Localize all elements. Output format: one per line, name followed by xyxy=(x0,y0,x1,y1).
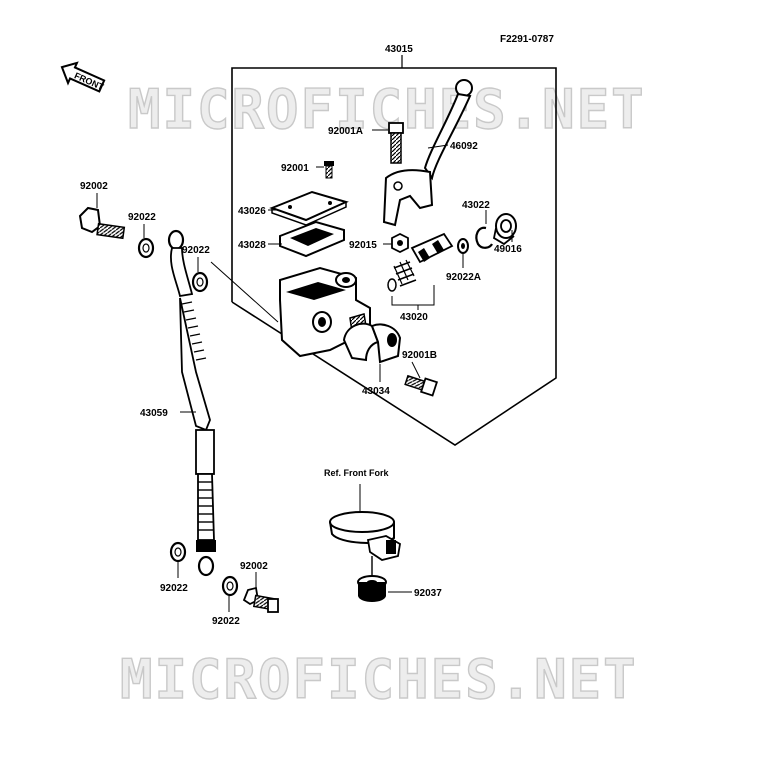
assembly-outline xyxy=(231,55,557,446)
banjo-bolt-92002-top xyxy=(78,206,126,240)
part-label-43026: 43026 xyxy=(238,206,266,217)
washer-92022-lower-left xyxy=(169,541,187,563)
part-label-43059: 43059 xyxy=(140,408,168,419)
banjo-bolt-92002-lower xyxy=(242,586,279,613)
part-label-92001A: 92001A xyxy=(328,126,363,137)
part-label-92001: 92001 xyxy=(281,163,309,174)
cap-43026 xyxy=(269,190,349,226)
watermark-bottom: MICROFICHES.NET xyxy=(120,648,638,711)
front-arrow-icon: FRONT xyxy=(60,61,106,93)
watermark-top: MICROFICHES.NET xyxy=(128,78,646,141)
screw-92001 xyxy=(324,161,334,179)
washer-92022-lower-middle xyxy=(221,575,239,597)
part-label-92022A: 92022A xyxy=(446,272,481,283)
part-label-92022-lower-left: 92022 xyxy=(160,583,188,594)
part-label-43015: 43015 xyxy=(385,44,413,55)
part-label-92001B: 92001B xyxy=(402,350,437,361)
part-label-43020: 43020 xyxy=(400,312,428,323)
washer-92022-top xyxy=(137,237,155,259)
diagram-code: F2291-0787 xyxy=(500,34,554,45)
part-label-92022-lower-middle: 92022 xyxy=(212,616,240,627)
boot-49016 xyxy=(492,213,517,246)
ref-note: Ref. Front Fork xyxy=(324,468,389,478)
part-label-92002-lower: 92002 xyxy=(240,561,268,572)
part-label-92037: 92037 xyxy=(414,588,442,599)
grommet-92037 xyxy=(357,556,387,602)
part-label-92022-hose-top: 92022 xyxy=(182,245,210,256)
lever-46092 xyxy=(382,79,473,227)
clamp-43034 xyxy=(342,322,402,364)
diaphragm-43028 xyxy=(279,220,345,258)
fork-clamp xyxy=(329,511,401,561)
part-label-43034: 43034 xyxy=(362,386,390,397)
nut-92015 xyxy=(391,232,409,254)
part-label-92022-top: 92022 xyxy=(128,212,156,223)
part-label-92002-top: 92002 xyxy=(80,181,108,192)
brake-hose-43059 xyxy=(167,229,216,577)
piston-kit-43020 xyxy=(387,232,454,292)
circlip-43022 xyxy=(475,226,493,249)
part-label-49016: 49016 xyxy=(494,244,522,255)
part-label-43028: 43028 xyxy=(238,240,266,251)
washer-92022-hose-top xyxy=(191,271,209,293)
bolt-92001A xyxy=(388,122,404,164)
part-label-92015: 92015 xyxy=(349,240,377,251)
bolt-92001B xyxy=(404,374,439,397)
part-label-43022: 43022 xyxy=(462,200,490,211)
washer-92022A xyxy=(457,238,469,254)
part-label-46092: 46092 xyxy=(450,141,478,152)
